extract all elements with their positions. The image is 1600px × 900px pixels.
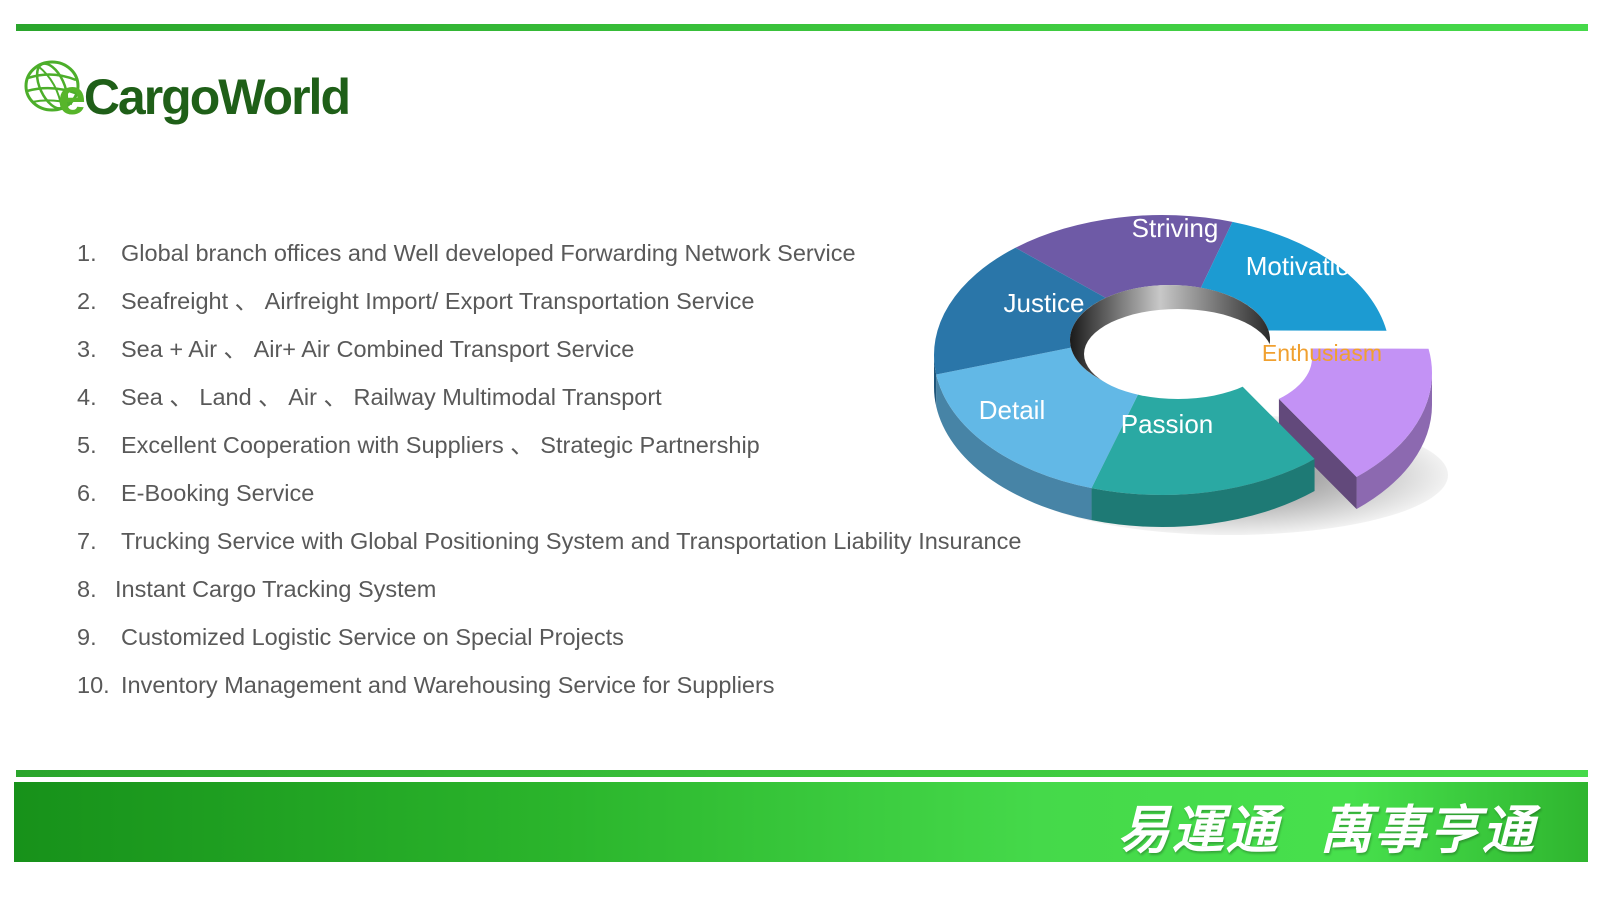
wheel-label-striving: Striving bbox=[1132, 213, 1219, 243]
service-item: 10. Inventory Management and Warehousing … bbox=[77, 668, 1021, 716]
logo-wordmark: eCargoWorld bbox=[58, 69, 351, 125]
top-divider bbox=[16, 24, 1588, 31]
service-text: Seafreight 、 Airfreight Import/ Export T… bbox=[121, 288, 755, 314]
service-text: Global branch offices and Well developed… bbox=[121, 240, 856, 266]
wheel-label-enthusiasm: Enthusiasm bbox=[1262, 340, 1382, 366]
service-number: 3. bbox=[77, 336, 97, 362]
service-text: Instant Cargo Tracking System bbox=[115, 576, 437, 602]
service-number: 7. bbox=[77, 528, 97, 554]
service-number: 5. bbox=[77, 432, 97, 458]
service-text: Sea 、 Land 、 Air 、 Railway Multimodal Tr… bbox=[121, 384, 662, 410]
service-item: 8. Instant Cargo Tracking System bbox=[77, 572, 1021, 620]
wheel-segment-side-passion bbox=[1091, 459, 1315, 527]
service-item: 7. Trucking Service with Global Positioni… bbox=[77, 524, 1021, 572]
service-number: 2. bbox=[77, 288, 97, 314]
service-number: 4. bbox=[77, 384, 97, 410]
wheel-segment-side-enthusiasm bbox=[1356, 373, 1432, 510]
service-number: 1. bbox=[77, 240, 97, 266]
service-text: E-Booking Service bbox=[121, 480, 315, 506]
wheel-label-detail: Detail bbox=[979, 395, 1045, 425]
service-list: 1. Global branch offices and Well develop… bbox=[77, 236, 1021, 716]
wheel-segments bbox=[934, 215, 1432, 527]
service-item: 9. Customized Logistic Service on Special… bbox=[77, 620, 1021, 668]
service-item: 4. Sea 、 Land 、 Air 、 Railway Multimodal … bbox=[77, 380, 1021, 428]
service-text: Customized Logistic Service on Special P… bbox=[121, 624, 624, 650]
wheel-segment-motivation bbox=[1200, 221, 1387, 331]
wheel-segment-striving bbox=[1015, 215, 1233, 298]
service-item: 5. Excellent Cooperation with Suppliers 、… bbox=[77, 428, 1021, 476]
service-number: 8. bbox=[77, 576, 97, 602]
service-text: Inventory Management and Warehousing Ser… bbox=[121, 672, 775, 698]
wheel-label-motivation: Motivation bbox=[1246, 251, 1365, 281]
globe-icon bbox=[24, 60, 80, 112]
wheel-label-justice: Justice bbox=[1004, 288, 1085, 318]
service-item: 2. Seafreight 、 Airfreight Import/ Export… bbox=[77, 284, 1021, 332]
service-item: 3. Sea + Air 、 Air+ Air Combined Transpor… bbox=[77, 332, 1021, 380]
wheel-segment-detail bbox=[936, 347, 1140, 489]
wheel-segment-face-enthusiasm bbox=[1278, 398, 1357, 510]
service-text: Trucking Service with Global Positioning… bbox=[121, 528, 1022, 554]
service-text: Sea + Air 、 Air+ Air Combined Transport … bbox=[121, 336, 635, 362]
wheel-segment-side-justice bbox=[934, 355, 937, 407]
service-text: Excellent Cooperation with Suppliers 、 S… bbox=[121, 432, 760, 458]
wheel-segment-passion bbox=[1091, 380, 1315, 495]
wheel-segment-enthusiasm bbox=[1278, 348, 1432, 478]
bottom-divider bbox=[16, 770, 1588, 777]
service-number: 10. bbox=[77, 672, 110, 698]
wheel-segment-justice bbox=[934, 247, 1106, 375]
wheel-segment-side-detail bbox=[936, 374, 1092, 521]
footer-slogan: 易運通 萬事亨通 bbox=[1117, 801, 1536, 861]
service-item: 6. E-Booking Service bbox=[77, 476, 1021, 524]
wheel-hole bbox=[1084, 309, 1272, 399]
service-number: 9. bbox=[77, 624, 97, 650]
service-number: 6. bbox=[77, 480, 97, 506]
ecargoworld-logo: eCargoWorld bbox=[22, 58, 352, 138]
service-item: 1. Global branch offices and Well develop… bbox=[77, 236, 1021, 284]
footer-banner: 易運通 萬事亨通 bbox=[14, 782, 1588, 862]
wheel-label-passion: Passion bbox=[1121, 409, 1214, 439]
